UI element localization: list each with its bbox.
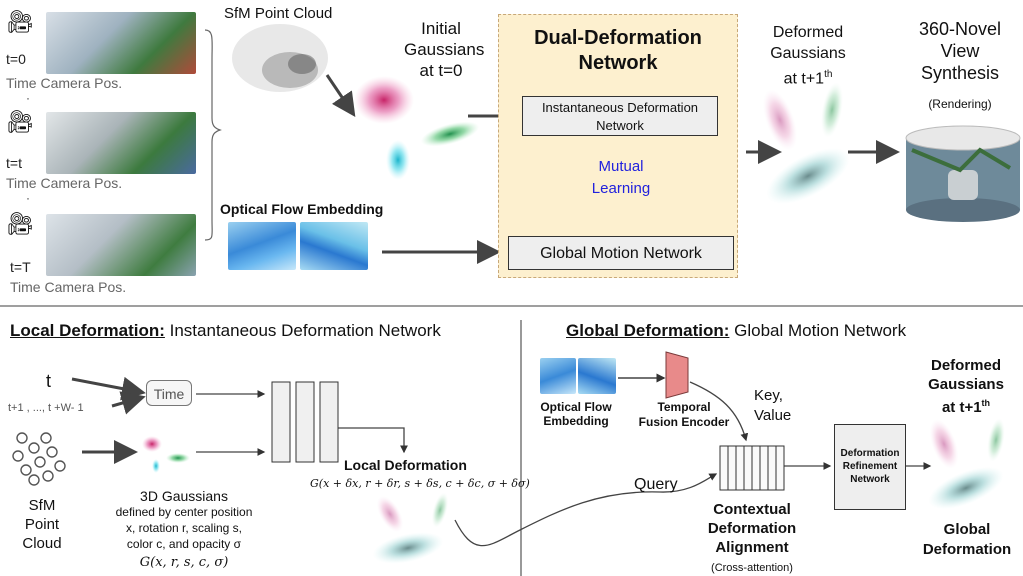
initial-gaussians-label: Initial Gaussians at t=0: [404, 19, 485, 80]
local-heading: Local Deformation: Instantaneous Deforma…: [10, 321, 441, 340]
mlp-layer-3: [319, 381, 339, 463]
temporal-fusion-label: Temporal Fusion Encoder: [638, 400, 730, 429]
t-range-label: t+1 , ..., t +W- 1: [8, 402, 84, 414]
novel-view-label: 360-Novel View Synthesis: [918, 19, 1002, 83]
frame-photo-T: [46, 214, 196, 276]
cross-attention-block: [719, 445, 785, 491]
dots: ·: [26, 191, 30, 205]
refinement-box: Deformation Refinement Network: [834, 424, 906, 510]
query-arrow: [454, 473, 718, 547]
frame-photo-t: [46, 112, 196, 174]
sfm-point-cloud-label: SfM Point Cloud: [224, 5, 333, 22]
local-deformation-label: Local Deformation: [344, 457, 467, 473]
arrow-sfm-to-gaussians: [325, 74, 356, 117]
mutual-learning-label: Mutual Learning: [591, 158, 651, 197]
time-box: Time: [146, 380, 192, 406]
key-value-label: Key, Value: [754, 387, 792, 424]
frame-caption-T: Time Camera Pos.: [10, 279, 127, 295]
mlp-layer-2: [295, 381, 315, 463]
global-deformation-label: Global Deformation: [922, 521, 1012, 558]
t-label: t: [46, 371, 52, 391]
instantaneous-deformation-box: Instantaneous Deformation Network: [522, 96, 718, 136]
sfm-point-cloud: [232, 24, 328, 92]
gaussian-cyan: [386, 140, 410, 180]
contextual-alignment-label: Contextual Deformation Alignment: [707, 501, 797, 556]
global-flow-thumb-2: [578, 358, 616, 394]
deformed-gaussians-label: Deformed Gaussians at t+1th: [770, 24, 846, 88]
global-optical-flow-label: Optical Flow Embedding: [540, 400, 612, 428]
render-cylinder: [905, 125, 1021, 222]
cross-attention-label: (Cross-attention): [711, 562, 793, 574]
dots: ·: [26, 91, 30, 105]
gaussians-formula: G(x, r, s, c, σ): [139, 555, 229, 570]
query-label: Query: [634, 476, 678, 493]
sfm-local-label: SfM Point Cloud: [22, 497, 62, 552]
dual-deformation-title: Dual-Deformation Network: [534, 27, 702, 74]
frame-caption-t: Time Camera Pos.: [6, 175, 123, 191]
frame-time-0: t=0: [6, 51, 26, 67]
dual-deformation-box: [498, 14, 738, 278]
mlp-layer-1: [271, 381, 291, 463]
global-flow-thumb-1: [540, 358, 576, 394]
local-deformation-formula: G(x + δx, r + δr, s + δs, c + δc, σ + δσ…: [310, 477, 530, 490]
global-heading: Global Deformation: Global Motion Networ…: [566, 321, 907, 340]
gaussian-pink: [354, 76, 414, 124]
gaussian-green: [420, 121, 480, 147]
rendering-label: (Rendering): [928, 97, 992, 111]
optical-flow-thumb-2: [300, 222, 368, 270]
camera-icon: 🎥︎: [6, 9, 34, 34]
frame-photo-0: [46, 12, 196, 74]
global-motion-box: Global Motion Network: [508, 236, 734, 270]
optical-flow-label: Optical Flow Embedding: [220, 201, 384, 217]
encoder-trapezoid: [665, 351, 689, 399]
gaussians-description: 3D Gaussians defined by center position …: [115, 488, 253, 551]
frame-caption-0: Time Camera Pos.: [6, 75, 123, 91]
camera-icon: 🎥︎: [6, 211, 34, 236]
camera-icon: 🎥︎: [6, 109, 34, 134]
sfm-points: [12, 432, 66, 486]
frame-time-T: t=T: [10, 259, 31, 275]
optical-flow-thumb-1: [228, 222, 296, 270]
global-deformed-label: Deformed Gaussians at t+1th: [928, 357, 1004, 416]
frame-time-t: t=t: [6, 155, 22, 171]
